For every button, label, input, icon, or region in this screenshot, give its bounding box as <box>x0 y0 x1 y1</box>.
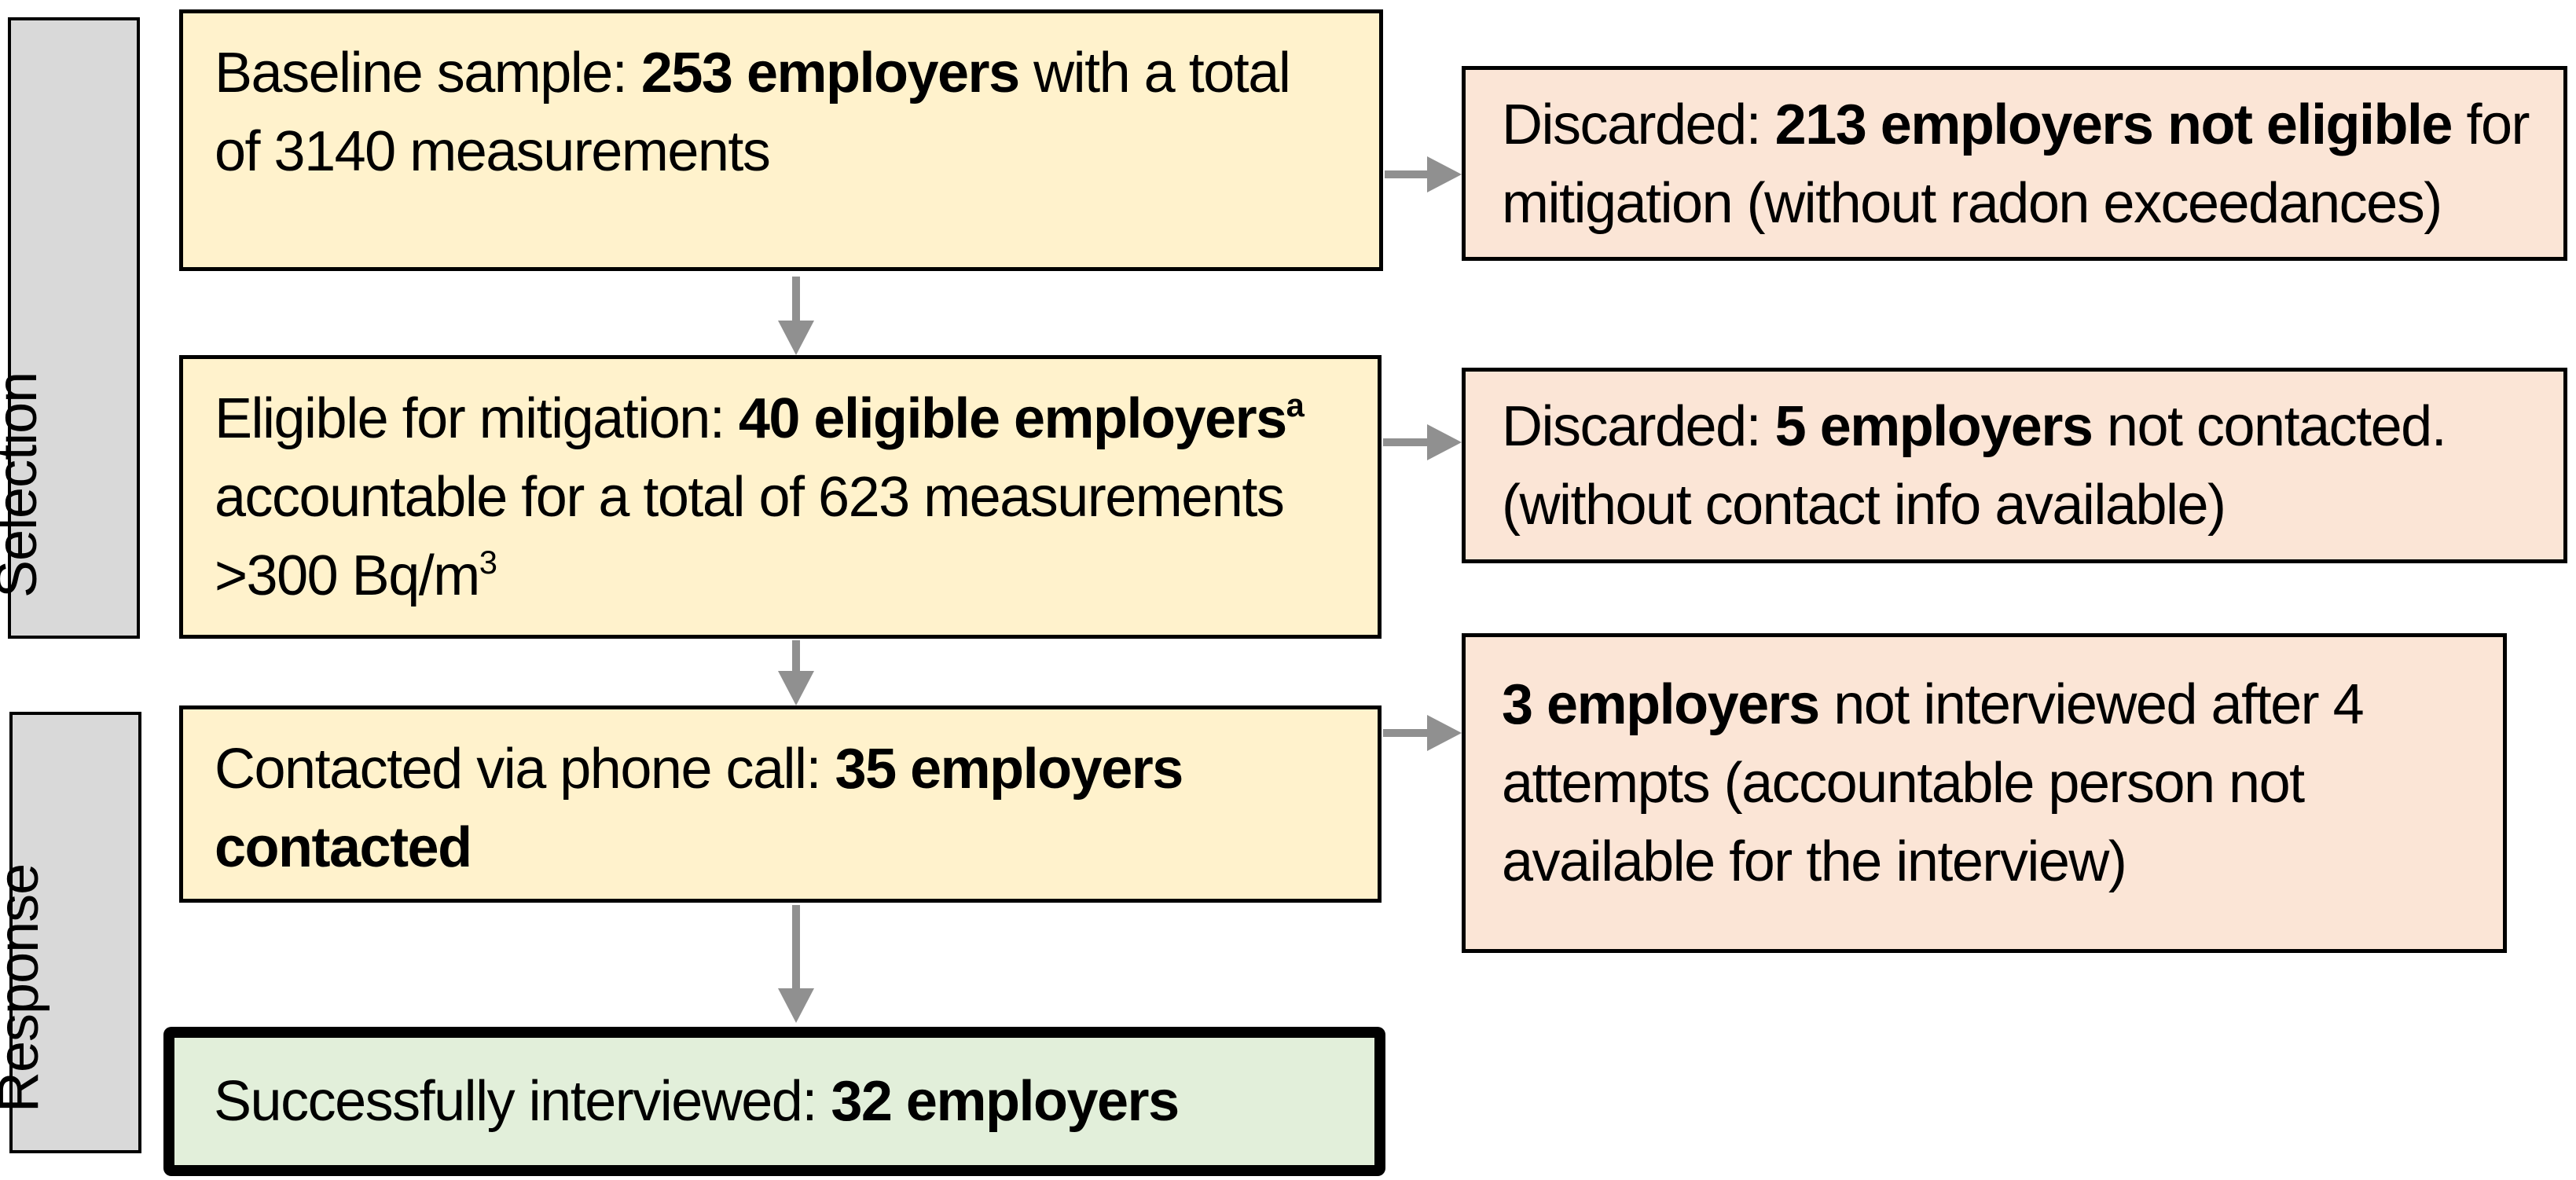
discard-box-not-contacted: Discarded: 5 employers not contacted.(wi… <box>1462 368 2567 563</box>
process-box-baseline-sample-text: Baseline sample: 253 employers with a to… <box>215 42 1291 183</box>
discard-box-not-eligible-text: Discarded: 213 employers not eligible fo… <box>1502 93 2530 235</box>
final-box-successfully-interviewed: Successfully interviewed: 32 employers <box>163 1027 1385 1176</box>
discard-box-not-contacted-text: Discarded: 5 employers not contacted.(wi… <box>1502 395 2447 537</box>
process-box-baseline-sample: Baseline sample: 253 employers with a to… <box>179 9 1383 271</box>
discard-box-not-eligible: Discarded: 213 employers not eligible fo… <box>1462 66 2567 261</box>
stage-label-response: Response <box>0 863 50 1112</box>
process-box-eligible-for-mitigation-text: Eligible for mitigation: 40 eligible emp… <box>215 386 1305 607</box>
final-box-successfully-interviewed-text: Successfully interviewed: 32 employers <box>214 1070 1180 1133</box>
stage-label-selection: Selection <box>0 372 49 598</box>
stage-box-selection: Selection <box>0 17 140 639</box>
process-box-eligible-for-mitigation: Eligible for mitigation: 40 eligible emp… <box>179 355 1382 639</box>
stage-box-response: Response <box>0 712 141 1153</box>
